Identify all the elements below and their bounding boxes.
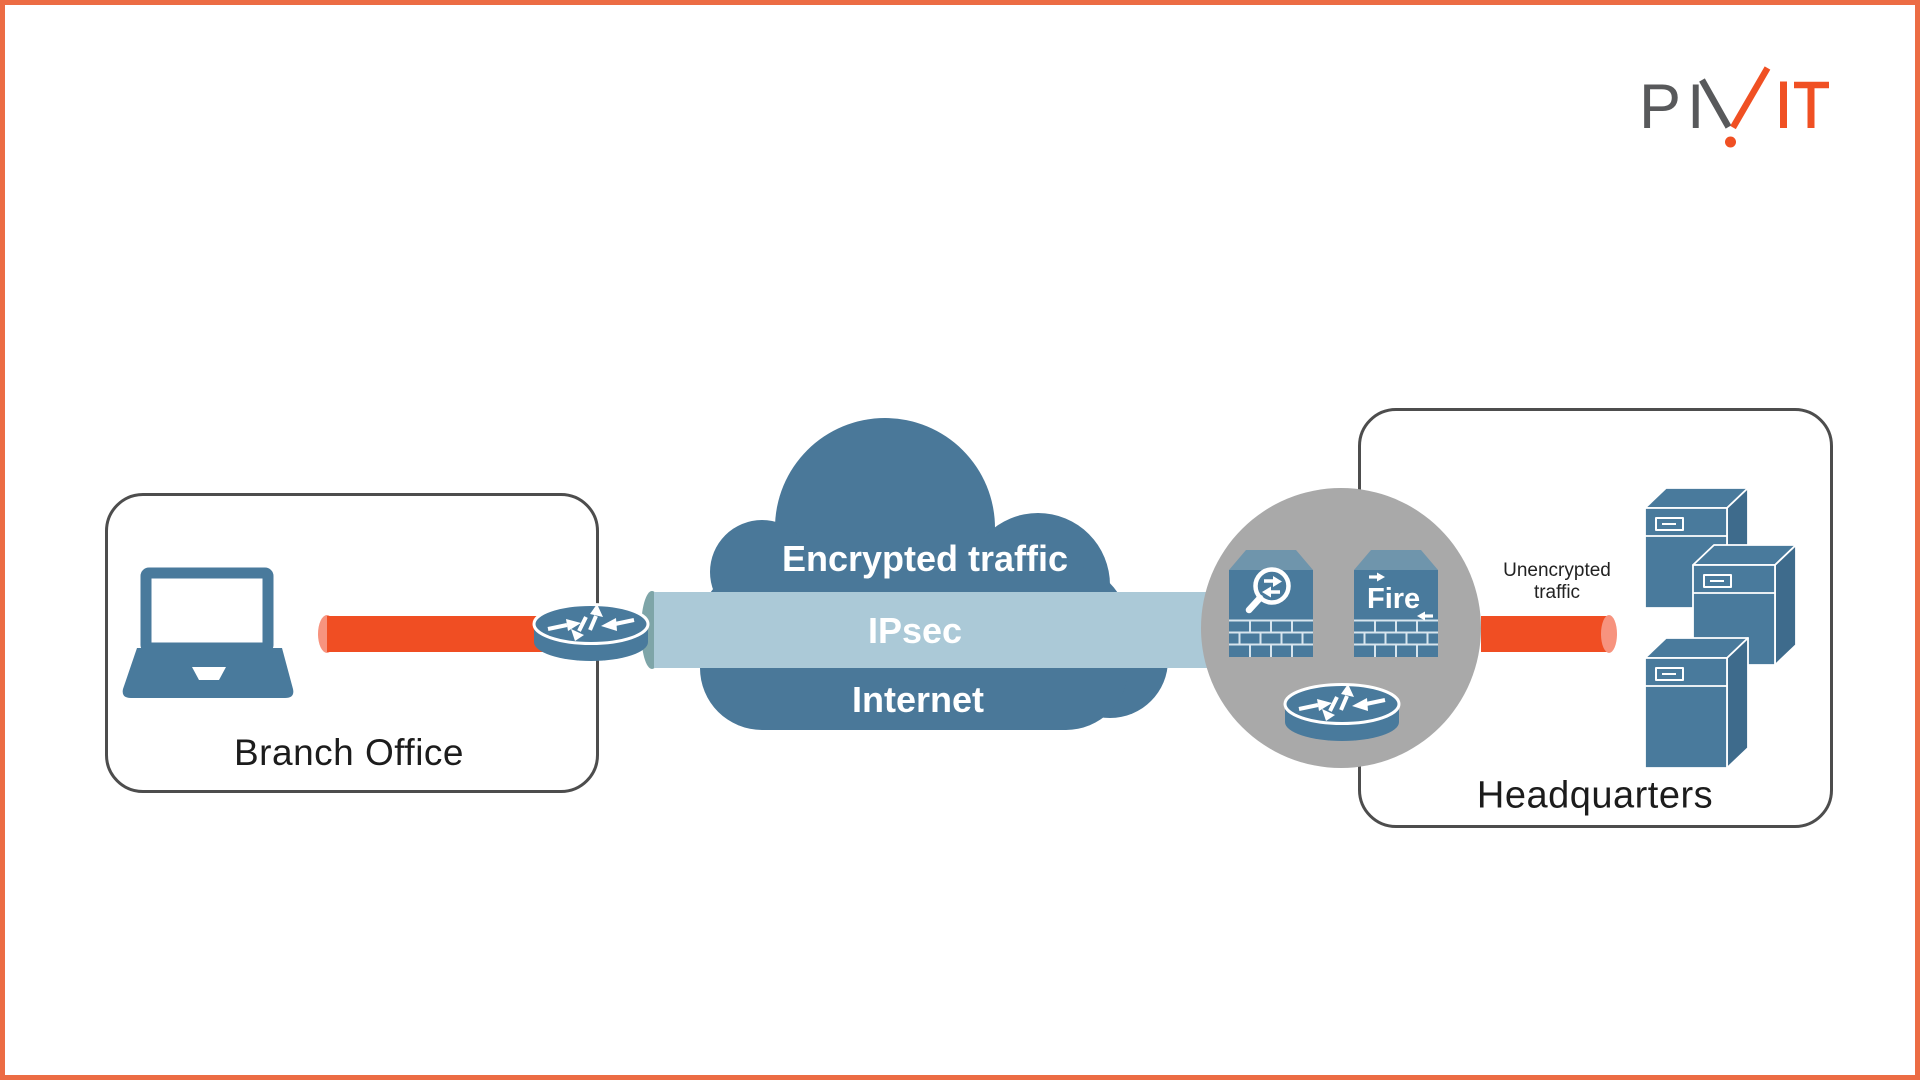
logo-gray-letters: PI [1639,72,1711,142]
server-top [1644,487,1749,609]
pivit-logo: PI [1639,66,1829,148]
headquarters-label: Headquarters [1476,774,1714,817]
router-arrows [547,604,635,641]
brick-wall-pattern [1229,619,1313,657]
logo-v-left-stroke [1699,78,1732,129]
server-stack-icon [1644,487,1797,769]
router-arrows [1298,684,1386,721]
logo-slash [1730,66,1771,130]
inspection-firewall-icon [1229,550,1313,657]
server-bottom [1644,637,1749,769]
laptop-icon [122,567,294,698]
unencrypted-traffic-label: Unencrypted traffic [1503,560,1611,604]
logo-dot [1725,136,1736,148]
ipsec-tunnel [654,592,1218,668]
magnifier-icon [1245,567,1291,614]
firewall-icon: Fire [1354,550,1438,657]
encrypted-traffic-label: Encrypted traffic [781,538,1069,579]
internet-label: Internet [851,679,985,720]
laptop-screen [140,567,274,654]
router-icon-hq [1283,683,1401,741]
cable-end-cap-right [1601,615,1617,653]
ethernet-cable-branch [327,616,551,652]
laptop-notch [192,667,226,680]
branch-office-label: Branch Office [234,732,464,773]
unencrypted-line2: traffic [1533,582,1581,603]
firewall-label: Fire [1367,583,1420,615]
router-icon-branch [532,603,650,661]
unencrypted-line1: Unencrypted [1503,560,1611,581]
brick-wall-pattern [1354,619,1438,657]
ethernet-cable-hq [1481,616,1609,652]
ipsec-label: IPsec [867,610,963,651]
